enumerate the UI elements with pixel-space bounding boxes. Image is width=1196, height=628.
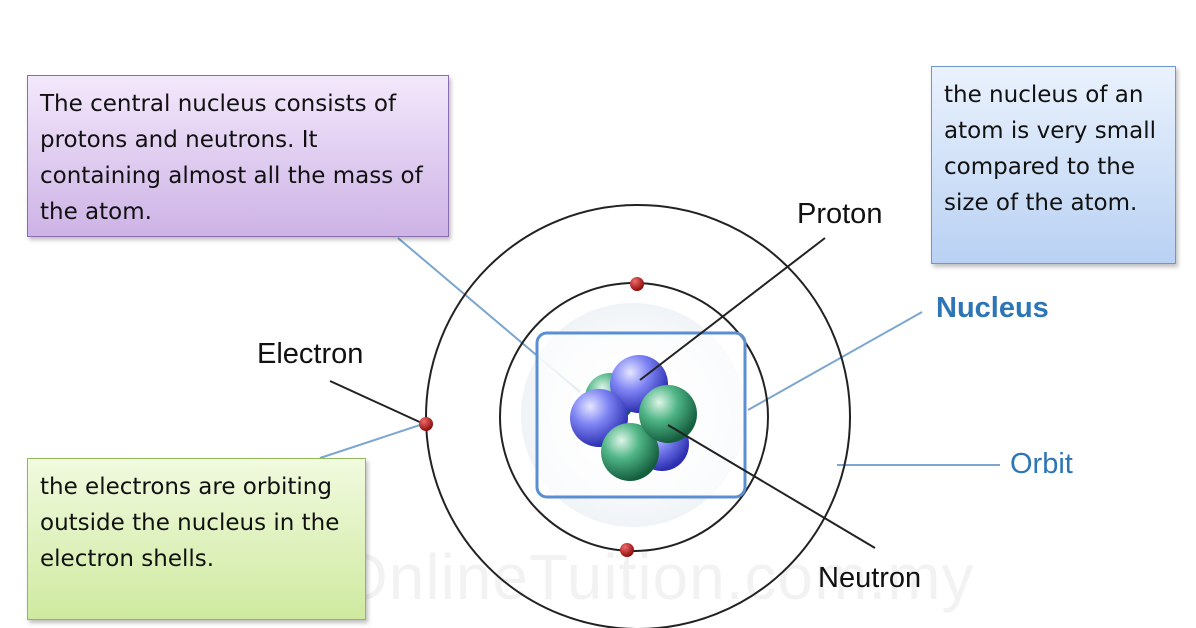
neutron-label: Neutron (818, 562, 922, 594)
nucleus-label: Nucleus (936, 292, 1049, 324)
neutron-pointer-line (667, 424, 876, 549)
electron-inner-top (630, 277, 644, 291)
nucleus-mass-callout: The central nucleus consists of protons … (27, 75, 449, 237)
nucleus-size-callout: the nucleus of an atom is very small com… (931, 66, 1176, 264)
neutron-right (639, 385, 697, 443)
neutron-bottom (601, 423, 659, 481)
proton-pointer-line (639, 237, 826, 381)
electron-shells-callout: the electrons are orbiting outside the n… (27, 458, 366, 620)
nucleus-leader-line (747, 311, 923, 411)
electron-inner-bottom (620, 543, 634, 557)
proton-label: Proton (797, 198, 883, 230)
electron-outer-left (419, 417, 433, 431)
electron-shells-leader-line (319, 424, 421, 459)
watermark: OnlineTuition.com.my (338, 541, 975, 613)
electron-label: Electron (257, 338, 364, 370)
orbit-label: Orbit (1010, 448, 1073, 480)
electron-pointer-line (329, 380, 425, 425)
